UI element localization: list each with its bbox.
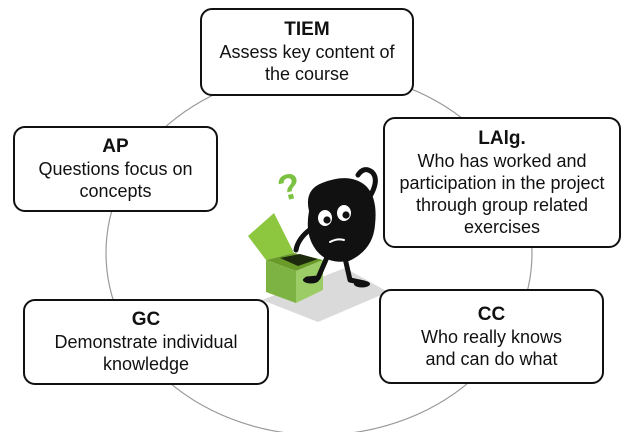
node-cc-title: CC: [477, 303, 506, 325]
node-cc: CC Who really knows and can do what: [379, 289, 604, 384]
question-mark-icon: ?: [273, 164, 305, 209]
node-tiem-title: TIEM: [284, 19, 330, 40]
node-gc-title: GC: [131, 309, 161, 330]
node-ap-desc: Questions focus on concepts: [38, 159, 193, 201]
green-box-icon: [248, 213, 323, 303]
node-ap-title: AP: [102, 136, 129, 157]
node-laig-title: LAlg.: [478, 127, 526, 149]
node-tiem: TIEM Assess key content of the course: [200, 8, 414, 96]
node-tiem-desc: Assess key content of the course: [219, 42, 395, 84]
thinking-character-icon: [293, 167, 378, 288]
node-laig: LAlg. Who has worked and participation i…: [383, 117, 621, 248]
node-gc-desc: Demonstrate individual knowledge: [54, 332, 238, 374]
node-cc-desc: Who really knows and can do what: [420, 326, 563, 369]
node-ap: AP Questions focus on concepts: [13, 126, 218, 212]
node-laig-desc: Who has worked and participation in the …: [399, 150, 605, 237]
node-gc: GC Demonstrate individual knowledge: [23, 299, 269, 385]
